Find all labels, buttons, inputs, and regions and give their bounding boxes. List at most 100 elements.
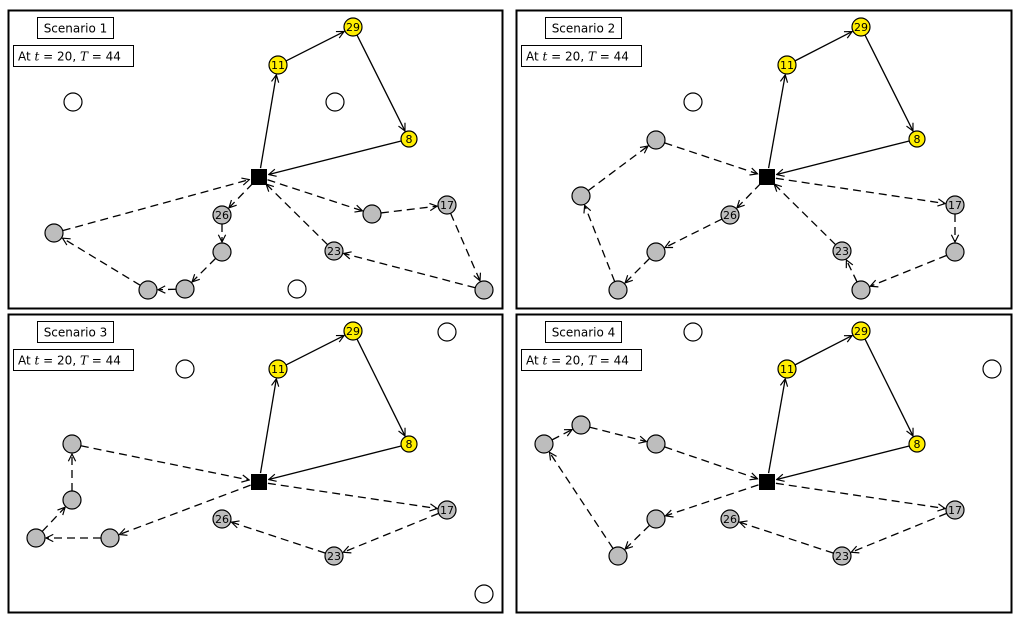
node-label: 29 bbox=[854, 325, 868, 338]
yellow-customer-node bbox=[908, 435, 926, 453]
dashed-route-edge bbox=[739, 522, 834, 554]
gray-customer-node bbox=[720, 509, 740, 529]
solid-route-edge bbox=[356, 34, 405, 131]
dashed-route-edge bbox=[344, 254, 476, 289]
depot-node bbox=[759, 474, 775, 490]
solid-route-edge bbox=[864, 338, 913, 436]
dashed-route-edge bbox=[665, 484, 759, 516]
node-label: 17 bbox=[440, 199, 454, 212]
node-label: 29 bbox=[346, 21, 360, 34]
yellow-customer-node bbox=[268, 55, 288, 75]
dashed-route-edge bbox=[267, 179, 363, 211]
scenario-title-box: Scenario 2 bbox=[545, 17, 622, 39]
scenario-title-box: Scenario 1 bbox=[37, 17, 114, 39]
time-info-text: At t = 20, T = 44 bbox=[18, 50, 121, 64]
yellow-customer-node bbox=[343, 17, 363, 37]
gray-customer-node bbox=[324, 241, 344, 261]
yellow-customer-node bbox=[343, 321, 363, 341]
time-info-text: At t = 20, T = 44 bbox=[526, 354, 629, 368]
node-label: 17 bbox=[440, 504, 454, 517]
yellow-customer-node bbox=[777, 359, 797, 379]
gray-customer-node bbox=[646, 242, 666, 262]
white-customer-node bbox=[474, 584, 494, 604]
gray-customer-node bbox=[362, 204, 382, 224]
node-label: 11 bbox=[780, 59, 794, 72]
gray-customer-node bbox=[26, 528, 46, 548]
route-edges bbox=[550, 336, 947, 554]
solid-route-edge bbox=[269, 140, 402, 175]
gray-customer-node bbox=[608, 546, 628, 566]
node-label: 29 bbox=[346, 325, 360, 338]
depot-node bbox=[759, 169, 775, 185]
scenario-title: Scenario 1 bbox=[44, 22, 108, 36]
solid-route-edge bbox=[794, 336, 852, 366]
node-label: 8 bbox=[406, 438, 413, 451]
node-label: 11 bbox=[271, 363, 285, 376]
gray-customer-node bbox=[100, 528, 120, 548]
node-label: 23 bbox=[327, 550, 341, 563]
gray-customer-node bbox=[212, 509, 232, 529]
dashed-route-edge bbox=[664, 142, 758, 174]
gray-customer-node bbox=[324, 546, 344, 566]
yellow-customer-node bbox=[908, 130, 926, 148]
gray-customer-node bbox=[175, 279, 195, 299]
dashed-route-edge bbox=[737, 182, 762, 207]
node-label: 17 bbox=[948, 504, 962, 517]
gray-customer-node bbox=[832, 546, 852, 566]
solid-route-edge bbox=[777, 140, 910, 175]
node-label: 17 bbox=[948, 199, 962, 212]
dashed-route-edge bbox=[119, 484, 251, 534]
dashed-route-edge bbox=[267, 482, 437, 508]
scenario-title: Scenario 2 bbox=[552, 22, 616, 36]
dashed-route-edge bbox=[625, 524, 651, 549]
white-customer-node bbox=[287, 279, 307, 299]
white-customer-node bbox=[325, 92, 345, 112]
node-label: 11 bbox=[780, 363, 794, 376]
gray-customer-node bbox=[534, 434, 554, 454]
gray-customer-node bbox=[646, 434, 666, 454]
dashed-route-edge bbox=[231, 522, 326, 554]
white-customer-node bbox=[683, 322, 703, 342]
gray-customer-node bbox=[571, 186, 591, 206]
dashed-route-edge bbox=[665, 218, 723, 248]
gray-customer-node bbox=[646, 509, 666, 529]
yellow-customer-node bbox=[851, 17, 871, 37]
gray-customer-node bbox=[720, 205, 740, 225]
dashed-route-edge bbox=[62, 180, 250, 232]
gray-customer-node bbox=[62, 434, 82, 454]
time-info-box: At t = 20, T = 44 bbox=[13, 349, 134, 371]
time-info-text: At t = 20, T = 44 bbox=[526, 50, 629, 64]
yellow-customer-node bbox=[268, 359, 288, 379]
gray-customer-node bbox=[945, 242, 965, 262]
gray-customer-node bbox=[138, 280, 158, 300]
dashed-route-edge bbox=[63, 238, 141, 286]
gray-customer-node bbox=[608, 280, 628, 300]
depot-node bbox=[251, 169, 267, 185]
dashed-route-edge bbox=[585, 205, 616, 282]
solid-route-edge bbox=[794, 32, 852, 62]
gray-customer-node bbox=[437, 500, 457, 520]
yellow-customer-node bbox=[851, 321, 871, 341]
node-label: 26 bbox=[215, 209, 229, 222]
white-customer-node bbox=[175, 359, 195, 379]
gray-customer-node bbox=[832, 241, 852, 261]
gray-customer-node bbox=[571, 415, 591, 435]
gray-customer-node bbox=[474, 280, 494, 300]
yellow-customer-node bbox=[400, 130, 418, 148]
solid-route-edge bbox=[356, 338, 405, 436]
solid-route-edge bbox=[285, 336, 344, 366]
gray-customer-node bbox=[646, 130, 666, 150]
gray-customer-node bbox=[945, 195, 965, 215]
node-label: 26 bbox=[723, 209, 737, 222]
dashed-route-edge bbox=[80, 445, 249, 480]
white-customer-node bbox=[437, 322, 457, 342]
dashed-route-edge bbox=[343, 512, 439, 552]
scenario-title-box: Scenario 4 bbox=[545, 321, 622, 343]
time-info-box: At t = 20, T = 44 bbox=[521, 45, 642, 67]
route-edges bbox=[41, 336, 439, 554]
node-label: 8 bbox=[406, 133, 413, 146]
white-customer-node bbox=[982, 359, 1002, 379]
dashed-route-edge bbox=[266, 184, 329, 246]
